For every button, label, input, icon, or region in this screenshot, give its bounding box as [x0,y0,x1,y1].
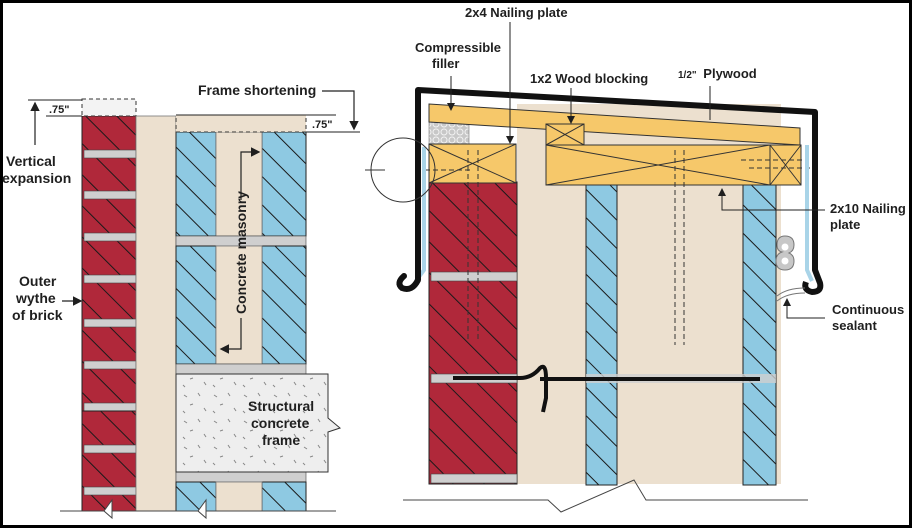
concrete-masonry-label: Concrete masonry [233,191,249,314]
sealant-label: Continuous sealant [832,302,908,333]
nailing-plate-2x10 [545,144,818,345]
outer-brick-wythe [81,98,137,512]
base-line-right [403,479,808,513]
concrete-masonry-leader-bottom [219,318,242,354]
wall-tie [453,364,548,413]
frame-shortening-leader [322,90,359,131]
cavity-space [135,115,177,512]
metal-coping-cap [415,87,824,295]
left-section: .75" Vertical expansion Frame shortening… [2,82,360,520]
vertical-expansion-label: Vertical expansion [2,153,71,186]
structural-frame-label: Structural concrete frame [248,398,318,448]
right-section: 2x4 Nailing plate Compressible filler 1x… [365,5,910,513]
structural-concrete-frame [175,373,342,473]
block-wythe-inner-right [742,184,777,486]
outer-wythe-label: Outer wythe of brick [12,273,63,323]
wood-blocking-label: 1x2 Wood blocking [530,71,648,86]
nailing-plate-2x10-leader [718,188,825,211]
nailing-plate-2x10-label: 2x10 Nailing plate [830,201,910,232]
block-wythe-inner-left [585,184,618,486]
concrete-masonry-leader-top [240,147,261,200]
expansion-outline [81,98,137,117]
nailing-plate-2x4-label: 2x4 Nailing plate [465,5,568,20]
frame-shortening-label: Frame shortening [198,82,316,98]
nailing-plate-2x4 [425,143,517,340]
compressible-filler-label: Compressible filler [415,40,505,71]
sealant-leader [783,298,825,319]
wood-blocking-1x2 [545,123,585,146]
plywood-label: 1/2" Plywood [678,66,757,81]
continuous-sealant [775,235,795,271]
parapet-brick-wythe [428,181,518,485]
expansion-dim-label: .75" [49,104,70,116]
shortening-dim-label: .75" [312,119,333,131]
